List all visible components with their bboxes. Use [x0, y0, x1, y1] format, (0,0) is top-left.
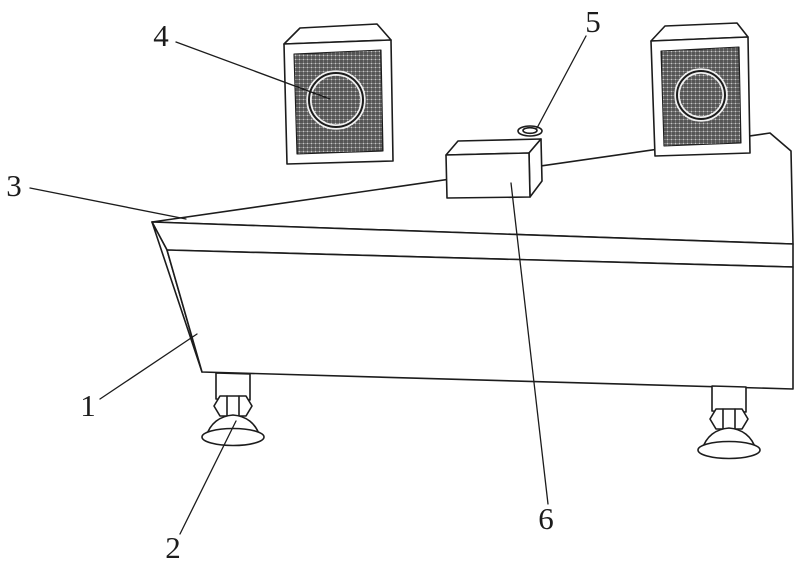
- callout-line-3: [29, 187, 187, 220]
- right-leg: [697, 385, 761, 460]
- left-leg-hex-nut: [213, 395, 253, 417]
- callout-label-6: 6: [538, 501, 554, 536]
- callout-line-6: [510, 182, 549, 505]
- right-leg-block: [711, 385, 747, 413]
- left-speaker-grille: [293, 49, 384, 155]
- callout-leaders: [29, 35, 587, 535]
- callout-label-4: 4: [153, 18, 169, 53]
- callout-label-1: 1: [80, 388, 96, 423]
- right-leg-hex-nut: [709, 408, 749, 430]
- left-speaker-driver-circle: [308, 72, 364, 128]
- left-leg-block: [215, 372, 251, 401]
- control-box-front-face: [445, 152, 531, 199]
- table-front-panel: [166, 249, 794, 390]
- push-button: [517, 125, 543, 137]
- right-speaker-grille: [660, 46, 742, 147]
- right-speaker: [650, 22, 751, 157]
- right-foot-base: [697, 440, 761, 460]
- left-speaker: [283, 23, 394, 165]
- callout-labels: 1 2 3 4 5 6: [6, 4, 601, 565]
- push-button-cap: [522, 126, 538, 135]
- control-box: [445, 138, 543, 199]
- callout-label-5: 5: [585, 4, 601, 39]
- callout-line-5: [536, 35, 587, 129]
- callout-label-2: 2: [165, 530, 181, 565]
- callout-line-4: [175, 41, 331, 100]
- right-speaker-driver-circle: [676, 70, 726, 120]
- left-leg: [201, 372, 265, 447]
- left-foot-base: [201, 427, 265, 447]
- callout-label-3: 3: [6, 168, 22, 203]
- callout-line-2: [179, 420, 237, 535]
- drawing: [151, 22, 794, 460]
- callout-line-1: [99, 333, 198, 400]
